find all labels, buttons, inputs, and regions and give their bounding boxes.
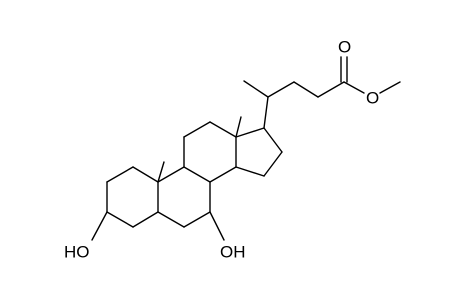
ring-d	[235, 127, 283, 177]
side-chain	[243, 56, 401, 129]
bond	[263, 127, 283, 153]
bond	[183, 121, 211, 138]
ester-bond	[343, 81, 365, 94]
bond	[293, 81, 319, 98]
bond	[106, 166, 134, 183]
bond	[263, 151, 283, 177]
bond	[317, 81, 345, 98]
bond	[132, 211, 159, 228]
angular-methyls	[157, 116, 242, 183]
ring-b	[157, 166, 211, 228]
bond	[263, 96, 269, 129]
methyl-c10-bond	[157, 161, 165, 183]
bond	[183, 166, 211, 183]
bond	[235, 127, 265, 138]
methyl-c13-bond	[235, 116, 242, 138]
bond	[106, 211, 134, 228]
bond	[267, 81, 295, 98]
bond	[157, 166, 185, 183]
bond	[209, 121, 237, 138]
ring-a	[106, 166, 159, 228]
bond	[157, 211, 185, 228]
bond	[183, 211, 211, 228]
hydroxyl-3-bond	[91, 211, 108, 241]
hydroxyl-3-label: HO	[64, 243, 90, 262]
hydroxyl-bonds	[91, 211, 225, 241]
ester-oxygen-label: O	[366, 89, 379, 108]
ester-methyl-bond	[379, 81, 401, 94]
bond	[209, 166, 237, 183]
bond	[235, 166, 265, 177]
bond	[132, 166, 159, 183]
carbonyl-oxygen-label: O	[338, 38, 351, 57]
hydroxyl-7-bond	[209, 211, 225, 241]
ring-c	[183, 121, 237, 183]
bond	[243, 80, 269, 98]
hydroxyl-7-label: OH	[220, 243, 246, 262]
